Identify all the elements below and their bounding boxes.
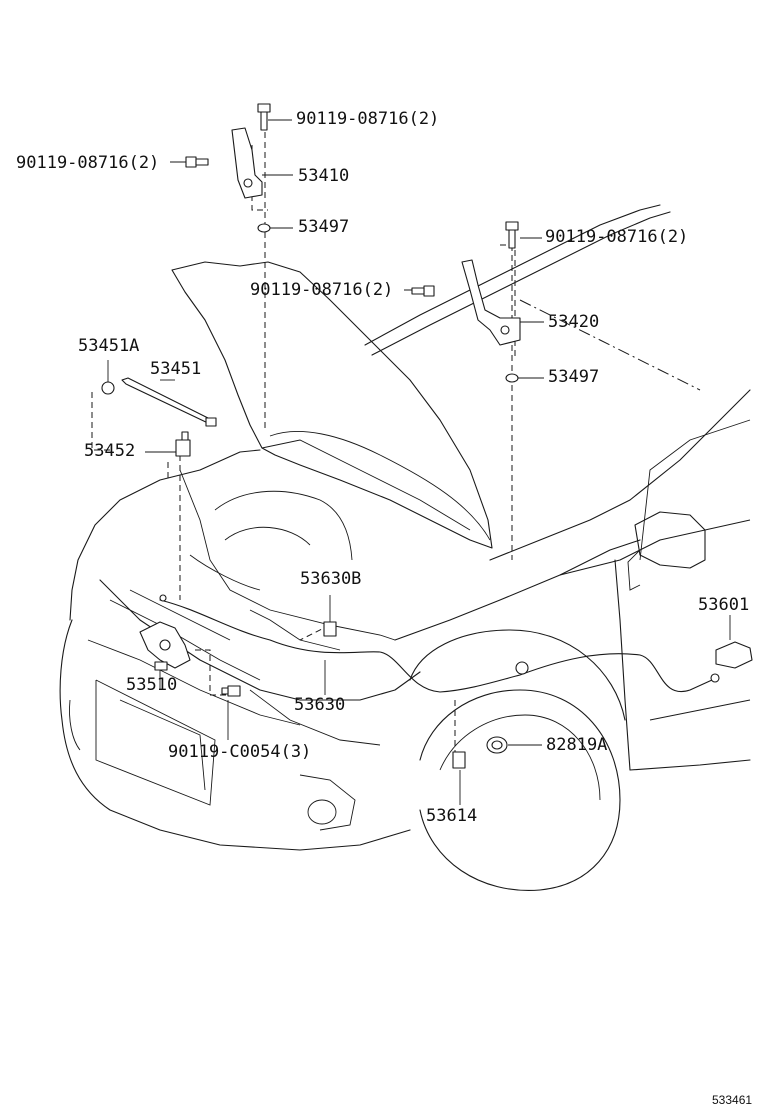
- part-label-prop-rod: 53451: [150, 359, 202, 379]
- part-label-lock-bolt: 90119-C0054(3): [168, 742, 312, 762]
- part-label-release-cable: 53630: [294, 695, 346, 715]
- part-label-cable-clamp: 53614: [426, 806, 478, 826]
- hood-release-cable: [159, 599, 713, 693]
- prop-rod-clamp: [101, 381, 115, 395]
- grommet: [486, 736, 508, 754]
- part-label-bolt-hinge-side-right: 90119-08716(2): [250, 280, 394, 300]
- right-hinge-washer: [505, 373, 519, 383]
- part-label-bolt-hinge-top-right: 90119-08716(2): [545, 227, 689, 247]
- part-label-washer-left: 53497: [298, 217, 350, 237]
- left-hinge-top-bolt: [257, 103, 271, 131]
- part-label-bolt-hinge-side-left: 90119-08716(2): [16, 153, 160, 173]
- part-label-release-lever: 53601: [698, 595, 750, 615]
- part-label-hinge-right: 53420: [548, 312, 600, 332]
- prop-rod: [121, 377, 217, 427]
- left-hood-hinge: [231, 127, 263, 199]
- hood-lock-bolt: [221, 685, 241, 697]
- right-hood-hinge: [461, 259, 521, 346]
- left-hinge-side-bolt: [185, 156, 209, 168]
- part-label-clamp-cable: 53630B: [300, 569, 362, 589]
- part-label-prop-holder: 53452: [84, 441, 136, 461]
- label-leaders: [107, 119, 731, 805]
- vehicle-outline: [59, 204, 751, 892]
- right-hinge-side-bolt: [411, 285, 435, 297]
- part-label-grommet: 82819A: [546, 735, 608, 755]
- part-label-washer-right: 53497: [548, 367, 600, 387]
- hood-release-lever: [710, 641, 753, 683]
- cable-clamp-upper: [323, 621, 337, 637]
- figure-code: 533461: [712, 1093, 753, 1107]
- right-hinge-top-bolt: [505, 221, 519, 249]
- cable-end-lock: [159, 594, 167, 602]
- left-hinge-washer: [257, 223, 271, 233]
- hood-lock-assembly: [139, 621, 191, 671]
- prop-rod-holder: [175, 431, 191, 457]
- cable-clamp-lower: [452, 751, 466, 769]
- part-label-hinge-left: 53410: [298, 166, 350, 186]
- part-label-prop-clamp: 53451A: [78, 336, 140, 356]
- part-label-lock-assembly: 53510: [126, 675, 178, 695]
- part-label-bolt-hinge-top-left: 90119-08716(2): [296, 109, 440, 129]
- cable-grommet-small: [515, 661, 529, 675]
